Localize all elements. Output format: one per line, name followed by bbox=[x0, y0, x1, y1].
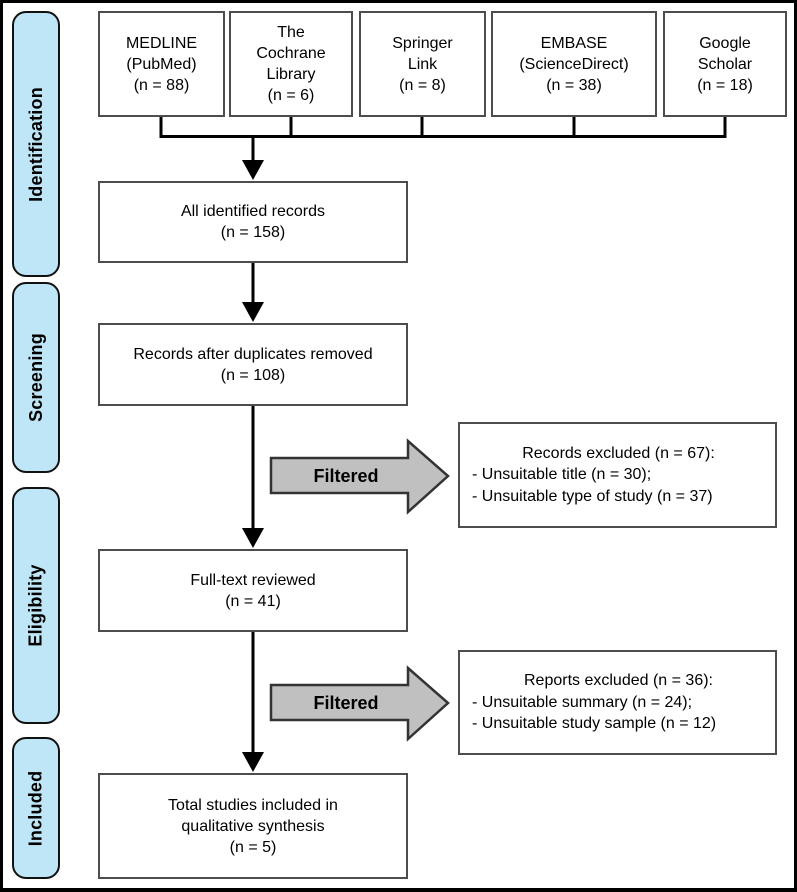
stage-identification: Identification bbox=[12, 11, 60, 277]
filtered-block-arrow-2 bbox=[269, 665, 450, 742]
stage-screening-label: Screening bbox=[25, 333, 46, 422]
flow-line: qualitative synthesis bbox=[181, 817, 325, 835]
flow-line: (n = 41) bbox=[225, 592, 281, 610]
flow-line: (n = 5) bbox=[229, 838, 277, 856]
source-connector-lines bbox=[159, 117, 727, 138]
box-records-after-duplicates: Records after duplicates removed (n = 108… bbox=[98, 323, 408, 406]
flow-line: All identified records bbox=[180, 203, 326, 220]
flow-line: Records after duplicates removed bbox=[133, 345, 373, 363]
stage-eligibility: Eligibility bbox=[12, 487, 60, 724]
flow-line: Total studies included in bbox=[168, 796, 338, 814]
source-line: (ScienceDirect) bbox=[519, 55, 629, 73]
source-line: Scholar bbox=[697, 55, 753, 73]
source-line: Springer bbox=[392, 34, 453, 52]
box-reports-excluded: Reports excluded (n = 36): - Unsuitable … bbox=[458, 650, 777, 755]
filtered-label-2: Filtered bbox=[313, 693, 378, 713]
source-box-embase: EMBASE (ScienceDirect) (n = 38) bbox=[491, 11, 657, 117]
down-arrow-head-2 bbox=[242, 302, 264, 322]
flow-line: (n = 108) bbox=[220, 366, 286, 384]
exclusion-item: - Unsuitable study sample (n = 12) bbox=[472, 715, 717, 733]
filtered-block-arrow-1 bbox=[269, 438, 450, 515]
source-line: (n = 88) bbox=[133, 76, 190, 94]
down-arrow-head-4 bbox=[242, 752, 264, 772]
box-all-identified-records: All identified records (n = 158) bbox=[98, 181, 408, 263]
stage-eligibility-label: Eligibility bbox=[25, 564, 46, 647]
exclusion-item: - Unsuitable title (n = 30); bbox=[472, 466, 652, 484]
exclusion-title: Reports excluded (n = 36): bbox=[524, 672, 713, 690]
source-line: Link bbox=[407, 55, 438, 73]
stage-included-label: Included bbox=[25, 770, 46, 846]
source-line: The bbox=[277, 24, 305, 41]
source-line: (n = 8) bbox=[399, 76, 446, 94]
filtered-label-1: Filtered bbox=[313, 466, 378, 486]
box-total-studies-included: Total studies included in qualitative syn… bbox=[98, 773, 408, 879]
down-arrow-head-3 bbox=[242, 528, 264, 548]
source-line: (n = 18) bbox=[697, 76, 753, 94]
box-fulltext-reviewed: Full-text reviewed (n = 41) bbox=[98, 549, 408, 632]
source-line: MEDLINE bbox=[125, 34, 198, 52]
flow-line: (n = 158) bbox=[220, 224, 286, 241]
stage-screening: Screening bbox=[12, 282, 60, 473]
down-arrow-head-1 bbox=[242, 160, 264, 180]
filtered-arrows: Filtered Filtered bbox=[269, 438, 450, 742]
source-line: (n = 38) bbox=[546, 76, 602, 94]
source-line: (PubMed) bbox=[126, 55, 197, 73]
box-records-excluded: Records excluded (n = 67): - Unsuitable … bbox=[458, 422, 777, 528]
flow-line: Full-text reviewed bbox=[190, 571, 316, 589]
source-line: (n = 6) bbox=[267, 87, 315, 104]
exclusion-item: - Unsuitable type of study (n = 37) bbox=[472, 487, 713, 505]
stage-identification-label: Identification bbox=[25, 86, 46, 202]
source-line: EMBASE bbox=[540, 34, 608, 52]
source-line: Library bbox=[266, 66, 316, 83]
stage-included: Included bbox=[12, 737, 60, 879]
exclusion-title: Records excluded (n = 67): bbox=[522, 444, 715, 462]
source-box-medline: MEDLINE (PubMed) (n = 88) bbox=[98, 11, 225, 117]
flow-arrows bbox=[242, 136, 264, 772]
exclusion-item: - Unsuitable summary (n = 24); bbox=[472, 693, 693, 711]
source-line: Google bbox=[699, 34, 751, 52]
source-line: Cochrane bbox=[256, 45, 326, 62]
